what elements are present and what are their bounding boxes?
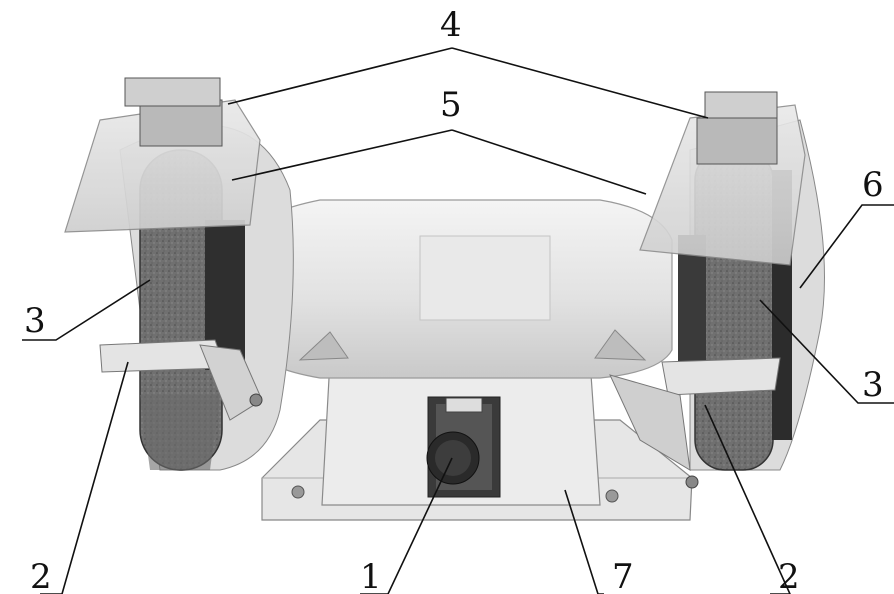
power-switch bbox=[426, 396, 501, 498]
callout-2-right: 2 bbox=[778, 557, 800, 594]
leader-2-right bbox=[704, 404, 791, 594]
callout-5: 5 bbox=[440, 85, 462, 125]
left-eye-shield bbox=[64, 77, 261, 233]
callout-3-right: 3 bbox=[862, 365, 884, 405]
leader-2-left bbox=[40, 361, 129, 594]
callout-3-left: 3 bbox=[24, 301, 46, 341]
right-eye-shield bbox=[639, 91, 806, 266]
leader-1 bbox=[360, 457, 453, 594]
leader-6 bbox=[799, 204, 894, 289]
right-tool-rest bbox=[609, 357, 781, 489]
leader-5-right bbox=[451, 129, 647, 195]
leader-lines bbox=[22, 47, 894, 594]
left-tool-rest bbox=[99, 339, 263, 421]
motor-housing bbox=[254, 199, 673, 379]
leader-3-right bbox=[759, 299, 894, 404]
leader-7 bbox=[564, 489, 604, 594]
leader-4-right bbox=[451, 47, 709, 119]
leader-3-left bbox=[22, 279, 151, 341]
callout-2-left: 2 bbox=[30, 557, 52, 594]
callout-4: 4 bbox=[440, 5, 462, 45]
callout-1: 1 bbox=[360, 557, 382, 594]
leader-5-left bbox=[231, 129, 453, 181]
leader-4-left bbox=[227, 47, 453, 105]
callout-6: 6 bbox=[862, 165, 884, 205]
callout-7: 7 bbox=[612, 557, 634, 594]
